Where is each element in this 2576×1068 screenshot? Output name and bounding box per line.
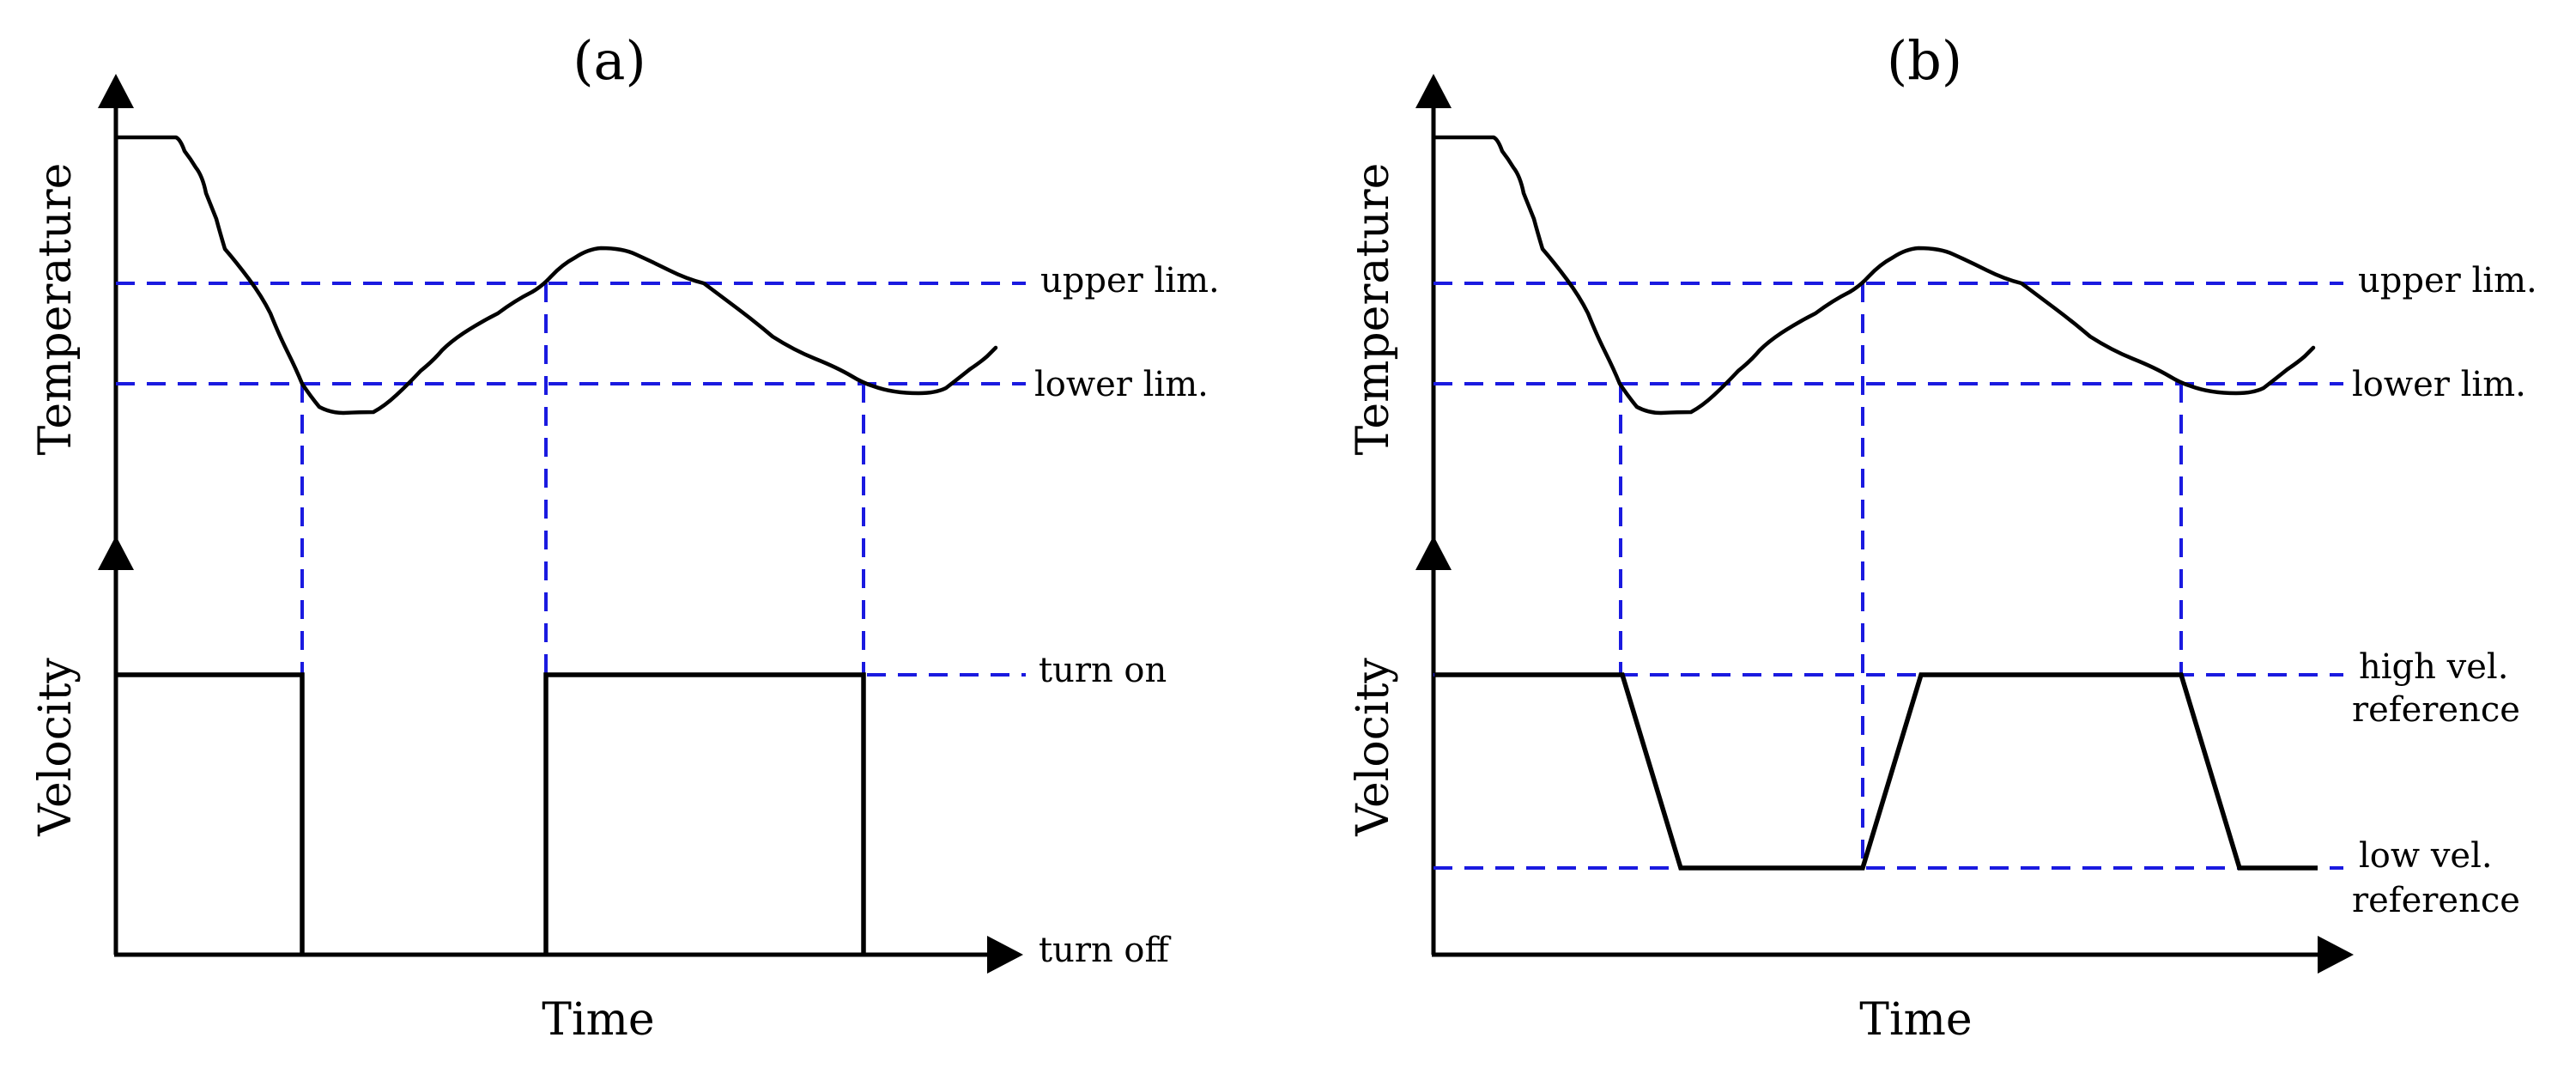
panel-b-high-velocity-label-line2: reference <box>2352 690 2520 730</box>
panel-b: (b) Temperature Velocity Time upper lim.… <box>1348 29 2537 1046</box>
panel-b-low-velocity-label-line1: low vel. <box>2359 836 2493 876</box>
panel-b-velocity-label: Velocity <box>1348 658 1399 837</box>
panel-b-low-velocity-label-line2: reference <box>2352 881 2520 920</box>
panel-b-temperature-label: Temperature <box>1348 163 1399 456</box>
panel-b-time-label: Time <box>1859 994 1972 1046</box>
panel-b-velocity-signal <box>1434 672 2318 871</box>
panel-a-label: (a) <box>573 29 646 92</box>
panel-b-high-velocity-label-line1: high vel. <box>2359 647 2508 687</box>
panel-a: (a) Temperature Velocity Time upper lim.… <box>30 29 1220 1046</box>
panel-b-upper-limit-label: upper lim. <box>2358 261 2537 300</box>
panel-a-lower-limit-label: lower lim. <box>1034 365 1209 404</box>
panel-a-temperature-axis-arrow <box>98 74 134 108</box>
panel-b-label: (b) <box>1887 29 1962 92</box>
panel-a-temperature-label: Temperature <box>30 163 82 456</box>
panel-a-time-axis-arrow <box>987 936 1023 974</box>
panel-a-temperature-curve <box>114 135 998 416</box>
panel-b-lower-limit-label: lower lim. <box>2352 365 2526 404</box>
panel-b-velocity-axis-arrow <box>1415 536 1452 570</box>
panel-a-turn-on-label: turn on <box>1039 651 1167 690</box>
panel-a-velocity-label: Velocity <box>30 658 82 837</box>
panel-b-temperature-axis-arrow <box>1415 74 1452 108</box>
panel-a-upper-limit-label: upper lim. <box>1040 261 1220 300</box>
panel-a-turn-off-label: turn off <box>1039 931 1172 970</box>
panel-a-velocity-axis-arrow <box>98 536 134 570</box>
panel-a-time-label: Time <box>542 994 654 1046</box>
panel-b-temperature-curve <box>1432 135 2316 416</box>
panel-b-time-axis-arrow <box>2318 936 2354 974</box>
panel-a-velocity-signal <box>117 672 866 955</box>
